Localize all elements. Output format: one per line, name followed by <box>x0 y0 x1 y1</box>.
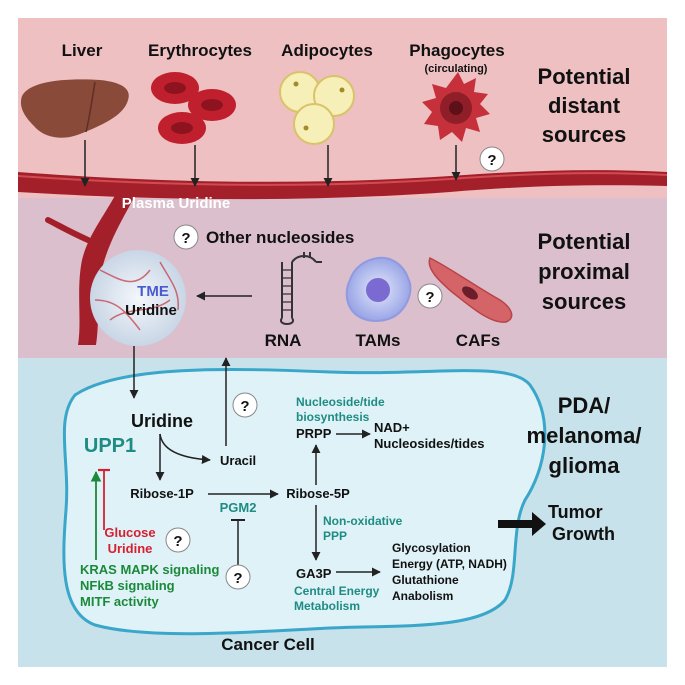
adipocytes-icon <box>279 71 355 145</box>
nonox-line1: Non-oxidative <box>323 514 403 528</box>
adipocytes-label: Adipocytes <box>281 41 373 60</box>
question-mark-glucose: ? <box>173 533 182 550</box>
liver-icon-line <box>85 81 96 133</box>
growth-label: Growth <box>552 524 615 544</box>
tams-label: TAMs <box>355 331 400 350</box>
cancer-cell-label: Cancer Cell <box>221 635 315 654</box>
cafs-icon <box>428 256 513 323</box>
signaling-line1: KRAS MAPK signaling <box>80 562 219 577</box>
question-bubble-glucose <box>165 527 191 553</box>
cem-line2: Metabolism <box>294 599 360 613</box>
phagocytes-label: Phagocytes <box>409 41 504 60</box>
liver-icon <box>20 79 129 138</box>
nucleoside-line2: biosynthesis <box>296 410 370 424</box>
uridine-label: Uridine <box>131 411 193 431</box>
cafs-label: CAFs <box>456 331 500 350</box>
vessel-highlight <box>17 172 668 186</box>
vessel-sub-branch <box>45 217 91 243</box>
tme-circle <box>90 250 186 346</box>
rna-label: RNA <box>265 331 302 350</box>
glucose-label: Glucose <box>104 525 155 540</box>
question-bubble-nucleosides <box>173 224 199 250</box>
cancer-cell-membrane <box>62 368 547 636</box>
question-mark-distant: ? <box>487 152 496 169</box>
distant-section-line3: sources <box>542 122 626 147</box>
signaling-line3: MITF activity <box>80 594 160 609</box>
nucleosides-tides-label: Nucleosides/tides <box>374 436 485 451</box>
tme-capillaries <box>94 261 179 331</box>
other-nucleosides-label: Other nucleosides <box>206 228 354 247</box>
question-mark-proximal: ? <box>425 289 434 306</box>
proximal-section-line2: proximal <box>538 259 630 284</box>
pgm2-label: PGM2 <box>220 500 257 515</box>
cell-section-line3: glioma <box>549 453 621 478</box>
upp1-label: UPP1 <box>84 435 136 457</box>
tme-label: TME <box>137 283 169 300</box>
uracil-label: Uracil <box>220 453 256 468</box>
erythrocytes-label: Erythrocytes <box>148 41 252 60</box>
tme-uridine-label: Uridine <box>125 302 177 319</box>
question-bubble-proximal <box>417 283 443 309</box>
plasma-uridine-label: Plasma Uridine <box>122 195 230 212</box>
output-line3: Glutathione <box>392 573 459 587</box>
nucleoside-line1: Nucleoside/tide <box>296 395 385 409</box>
tumor-label: Tumor <box>548 502 603 522</box>
question-bubble-distant <box>479 146 505 172</box>
erythrocytes-icon <box>151 72 236 144</box>
distant-section-line2: distant <box>548 93 621 118</box>
proximal-section-line1: Potential <box>538 229 631 254</box>
output-line4: Anabolism <box>392 589 453 603</box>
question-mark-uracil: ? <box>240 398 249 415</box>
nad-label: NAD+ <box>374 420 410 435</box>
uridine-red-label: Uridine <box>108 541 153 556</box>
nonox-line2: PPP <box>323 529 347 543</box>
cem-line1: Central Energy <box>294 584 380 598</box>
tumor-growth-arrow <box>498 512 546 536</box>
cell-section-line1: PDA/ <box>558 393 611 418</box>
liver-label: Liver <box>62 41 103 60</box>
tams-icon <box>345 256 412 322</box>
rna-icon <box>279 252 322 325</box>
question-bubble-uracil <box>232 392 258 418</box>
distant-section-line1: Potential <box>538 64 631 89</box>
proximal-section-line3: sources <box>542 289 626 314</box>
prpp-label: PRPP <box>296 426 332 441</box>
ga3p-label: GA3P <box>296 566 332 581</box>
question-bubble-pgm2 <box>225 564 251 590</box>
cell-section-line2: melanoma/ <box>527 423 642 448</box>
ribose5p-label: Ribose-5P <box>286 486 350 501</box>
question-mark-pgm2: ? <box>233 570 242 587</box>
question-mark-nucleosides: ? <box>181 230 190 247</box>
signaling-line2: NFkB signaling <box>80 578 175 593</box>
phagocytes-note: (circulating) <box>425 63 488 75</box>
output-line1: Glycosylation <box>392 541 471 555</box>
uridine-to-uracil-arrow <box>159 433 211 464</box>
output-line2: Energy (ATP, NADH) <box>392 557 507 571</box>
ribose1p-label: Ribose-1P <box>130 486 194 501</box>
phagocyte-icon <box>422 72 490 142</box>
